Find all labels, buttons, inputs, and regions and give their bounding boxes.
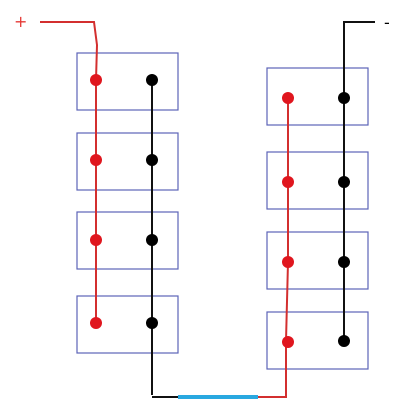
battery-cell <box>266 151 369 210</box>
positive-post <box>90 74 102 86</box>
negative-post <box>338 92 350 104</box>
battery-cell <box>76 52 179 111</box>
positive-post <box>90 317 102 329</box>
battery-cell <box>266 231 369 290</box>
negative-terminal-label: - <box>384 13 390 32</box>
positive-post <box>282 336 294 348</box>
battery-cell <box>76 295 179 354</box>
right-negative-wire <box>343 21 375 340</box>
negative-post <box>338 256 350 268</box>
positive-post <box>90 154 102 166</box>
positive-terminal-label: + <box>14 12 27 31</box>
battery-cell <box>266 67 369 126</box>
negative-post <box>146 234 158 246</box>
left-bank-posts <box>90 74 158 329</box>
left-positive-wire <box>40 21 99 320</box>
positive-post <box>282 176 294 188</box>
negative-post <box>146 74 158 86</box>
negative-post <box>338 335 350 347</box>
left-bank <box>76 52 179 354</box>
negative-post <box>146 317 158 329</box>
positive-post <box>282 92 294 104</box>
battery-cell <box>76 132 179 191</box>
battery-cell <box>76 211 179 270</box>
right-bank <box>266 67 369 370</box>
right-bank-posts <box>282 92 350 348</box>
battery-cell <box>266 311 369 370</box>
negative-post <box>146 154 158 166</box>
positive-post <box>90 234 102 246</box>
negative-post <box>338 176 350 188</box>
positive-post <box>282 256 294 268</box>
right-positive-wire <box>285 98 289 398</box>
